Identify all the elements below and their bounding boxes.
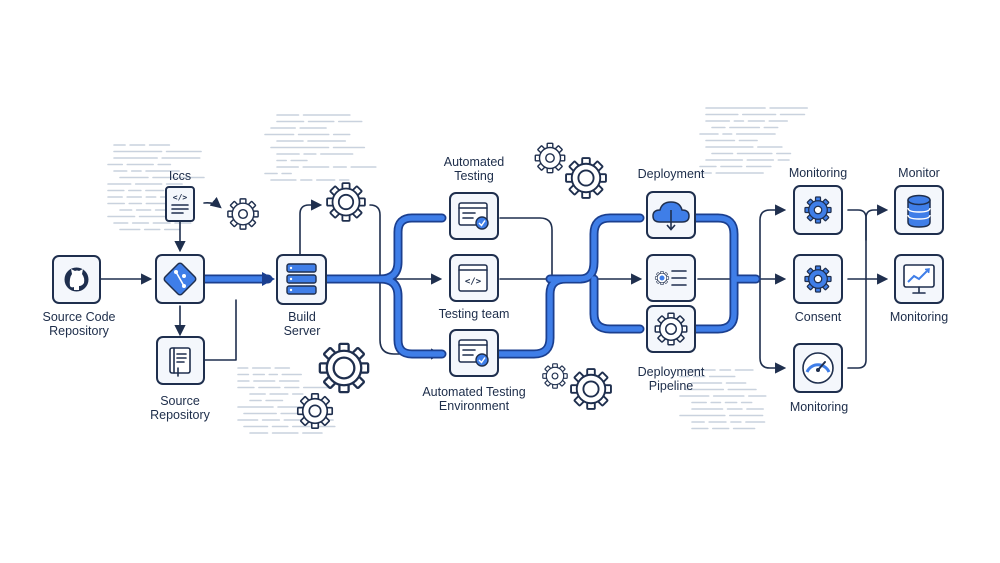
- flow-band-outline: [493, 274, 585, 359]
- source-code-repository-label-line1: Source Code: [43, 310, 116, 324]
- deployment-label: Deployment: [638, 167, 705, 181]
- testing-team-label: Testing team: [439, 307, 510, 321]
- automated-testing-label-line1: Automated: [444, 155, 505, 169]
- build-server-label-line1: Build: [288, 310, 316, 324]
- connectors: [99, 196, 889, 374]
- flow-band-outline: [375, 274, 447, 359]
- flow-band-outline: [690, 213, 739, 334]
- decorative-gears: [227, 142, 612, 430]
- deployment-pipeline-node[interactable]: [646, 254, 696, 302]
- gear-icon: [654, 312, 688, 346]
- git-node[interactable]: [155, 254, 205, 304]
- book-icon: [169, 347, 191, 377]
- monitoring-top-label: Monitoring: [789, 166, 847, 180]
- server-icon: [286, 263, 317, 295]
- gear-icon: [570, 368, 612, 410]
- testing-team-node[interactable]: </>: [449, 254, 499, 302]
- gear-icon: [804, 265, 832, 293]
- github-icon: [64, 267, 89, 292]
- automated-testing-label-line2: Testing: [454, 169, 494, 183]
- monitoring-top-node[interactable]: [793, 185, 843, 235]
- test-window-icon: [458, 202, 489, 230]
- source-repository-label-line2: Repository: [150, 408, 210, 422]
- consent-node[interactable]: [793, 254, 843, 304]
- flow-band-outline: [321, 213, 447, 284]
- svg-text:</>: </>: [465, 277, 482, 287]
- gear-icon: [326, 182, 366, 222]
- gear-icon: [296, 392, 334, 430]
- gear-icon: [542, 363, 568, 389]
- build-server-label-line2: Server: [284, 324, 321, 338]
- code-file-icon: </>: [171, 193, 189, 214]
- flow-arrowhead: [262, 272, 275, 286]
- flow-band: [323, 215, 445, 282]
- iccs-label: Iccs: [169, 169, 191, 183]
- flow-band: [591, 276, 643, 332]
- gauge-icon: [802, 352, 834, 384]
- monitor-label: Monitor: [898, 166, 940, 180]
- flow-band: [577, 215, 643, 282]
- code-window-icon: </>: [458, 264, 488, 292]
- monitor-node[interactable]: [894, 185, 944, 235]
- monitoring-bottom-label: Monitoring: [790, 400, 848, 414]
- monitoring-bottom-node[interactable]: [793, 343, 843, 393]
- consent-label: Consent: [795, 310, 842, 324]
- build-server-node[interactable]: [276, 254, 327, 305]
- automated-testing-environment-label-line1: Automated Testing: [422, 385, 525, 399]
- test-window-icon: [458, 339, 489, 367]
- git-icon: [163, 262, 197, 296]
- code-texture-background: [107, 107, 809, 434]
- database-icon: [907, 194, 931, 228]
- deployment-gear-node[interactable]: [646, 305, 696, 353]
- monitoring-right-label: Monitoring: [890, 310, 948, 324]
- settings-list-icon: [654, 270, 687, 286]
- cloud-download-icon: [652, 201, 690, 231]
- iccs-node[interactable]: </>: [165, 186, 195, 222]
- monitoring-right-node[interactable]: [894, 254, 944, 304]
- flow-band: [377, 276, 445, 357]
- gear-icon: [227, 198, 259, 230]
- gear-icon: [565, 157, 607, 199]
- automated-testing-environment-label-line2: Environment: [439, 399, 510, 413]
- source-repository-label-line1: Source: [160, 394, 200, 408]
- deployment-node[interactable]: [646, 191, 696, 239]
- source-code-repository-node[interactable]: [52, 255, 101, 304]
- main-flow-bands: [200, 213, 761, 359]
- gear-icon: [318, 342, 370, 394]
- source-code-repository-label-line2: Repository: [49, 324, 109, 338]
- flow-band: [495, 276, 583, 357]
- flow-band-outline: [575, 213, 645, 284]
- svg-text:</>: </>: [173, 193, 188, 202]
- chart-monitor-icon: [903, 264, 935, 294]
- flow-band: [692, 215, 737, 332]
- source-repository-node[interactable]: [156, 336, 205, 385]
- deployment-pipeline-label-line2: Pipeline: [649, 379, 694, 393]
- flow-band-outline: [589, 274, 645, 334]
- automated-testing-node[interactable]: [449, 192, 499, 240]
- gear-icon: [804, 196, 832, 224]
- gear-icon: [534, 142, 566, 174]
- automated-testing-environment-node[interactable]: [449, 329, 499, 377]
- deployment-pipeline-label-line1: Deployment: [638, 365, 705, 379]
